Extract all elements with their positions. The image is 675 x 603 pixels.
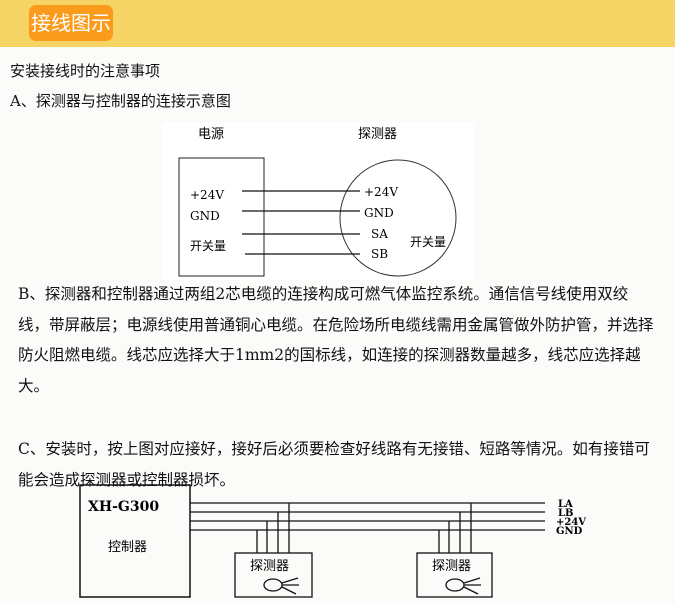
right-term: +24V (364, 185, 398, 199)
switch-label: 开关量 (410, 235, 446, 249)
header-banner: 接线图示 (0, 0, 675, 47)
detector-label: 探测器 (432, 559, 471, 574)
detector-circle (339, 159, 457, 277)
right-term: SB (371, 247, 388, 261)
wiring-diagram-2: XH-G300 控制器 探测器 探测器 LA LB +24V GND (79, 484, 586, 598)
bus-label: GND (556, 526, 583, 537)
right-term: SA (371, 227, 388, 241)
right-term: GND (364, 206, 394, 220)
section-c-text: C、安装时，按上图对应接好，接好后必须要检查好线路有无接错、短路等情况。如有接错… (18, 440, 650, 489)
controller-model: XH-G300 (88, 499, 159, 515)
left-term: 开关量 (190, 239, 226, 253)
controller-label: 控制器 (108, 540, 147, 555)
bus-label: +24V (556, 517, 586, 528)
power-box (178, 157, 265, 277)
detector-label: 探测器 (358, 127, 397, 142)
intro-text: 安装接线时的注意事项 (10, 62, 161, 80)
power-label: 电源 (198, 127, 224, 142)
left-term: +24V (190, 188, 224, 202)
section-title: 接线图示 (29, 5, 113, 41)
section-b-text: B、探测器和控制器通过两组2芯电缆的连接构成可燃气体监控系统。通信信号线使用双绞… (18, 285, 654, 395)
section-a-heading: A、探测器与控制器的连接示意图 (10, 92, 231, 110)
detector-label: 探测器 (250, 559, 289, 574)
bus-label: LB (558, 508, 573, 519)
bus-label: LA (558, 499, 573, 510)
left-term: GND (190, 209, 220, 223)
